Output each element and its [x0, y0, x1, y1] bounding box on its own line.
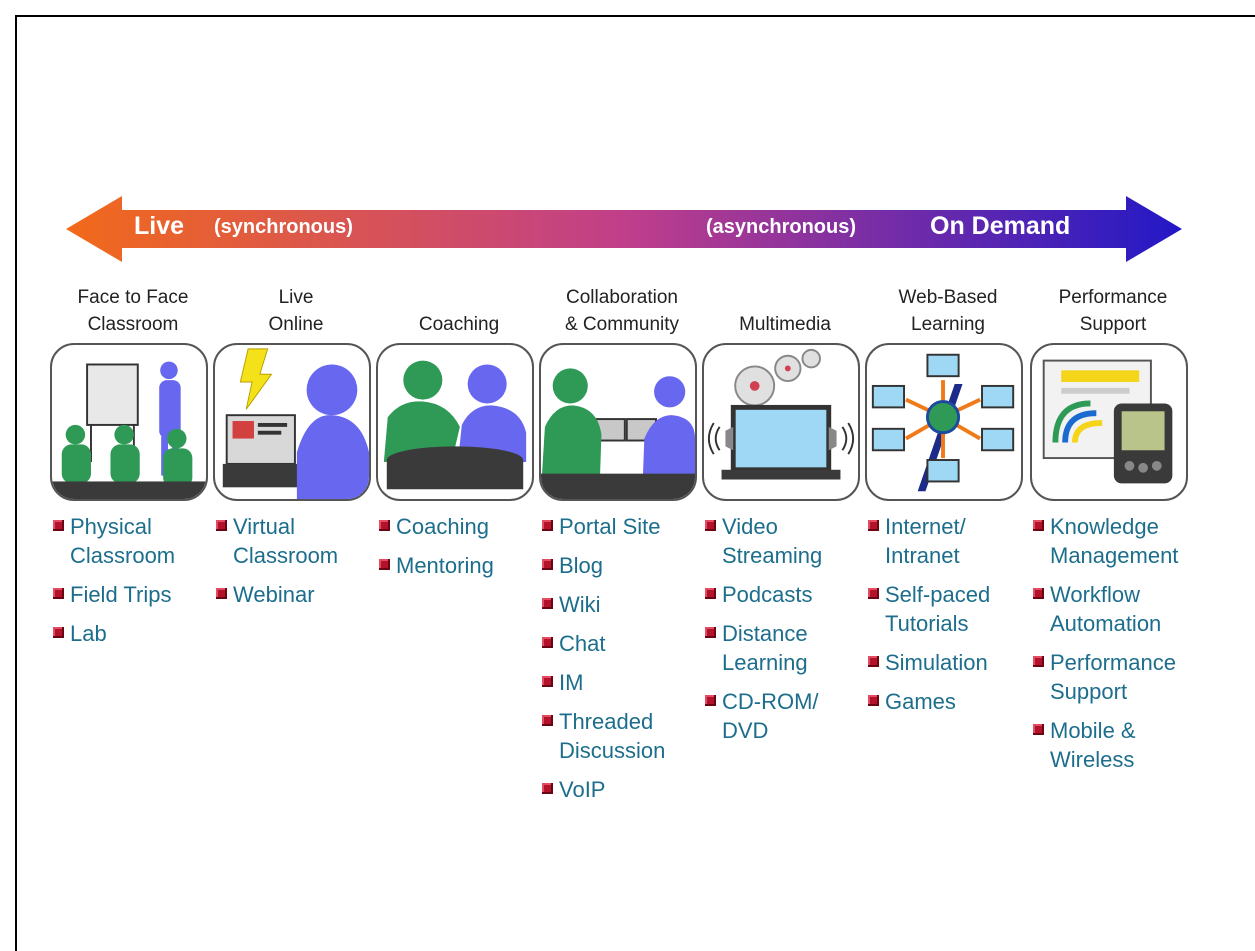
bullet-icon	[53, 588, 64, 599]
list-item: Performance Support	[1030, 648, 1230, 706]
column-performance-support: Performance Support Knowledge Management…	[1030, 280, 1196, 772]
list-item: Mentoring	[376, 551, 576, 580]
collaboration-icon	[539, 343, 697, 501]
list-item: IM	[539, 668, 739, 697]
list-item: Internet/ Intranet	[865, 512, 1065, 570]
bullet-icon	[705, 588, 716, 599]
on-demand-label: On Demand	[930, 212, 1071, 240]
list-item: Podcasts	[702, 580, 902, 609]
web-learning-icon	[865, 343, 1023, 501]
bullet-icon	[1033, 520, 1044, 531]
list-item: VoIP	[539, 775, 739, 804]
item-list: Knowledge Management Workflow Automation…	[1030, 512, 1230, 784]
list-item: Video Streaming	[702, 512, 902, 570]
list-item: Coaching	[376, 512, 576, 541]
list-item: Field Trips	[50, 580, 250, 609]
diagram-frame	[15, 15, 1255, 951]
column-title: Coaching	[418, 314, 500, 335]
list-item: Virtual Classroom	[213, 512, 413, 570]
list-item: Games	[865, 687, 1065, 716]
list-item: Physical Classroom	[50, 512, 250, 570]
column-title: Web-Based Learning	[898, 287, 998, 335]
bullet-icon	[53, 520, 64, 531]
item-list: Internet/ Intranet Self-paced Tutorials …	[865, 512, 1065, 726]
bullet-icon	[542, 520, 553, 531]
bullet-icon	[705, 695, 716, 706]
item-list: Physical Classroom Field Trips Lab	[50, 512, 250, 658]
column-coaching: Coaching Coaching Mentoring	[376, 280, 542, 578]
list-item: Simulation	[865, 648, 1065, 677]
list-item: Distance Learning	[702, 619, 902, 677]
bullet-icon	[53, 627, 64, 638]
bullet-icon	[868, 520, 879, 531]
list-item: Mobile & Wireless	[1030, 716, 1230, 774]
bullet-icon	[1033, 724, 1044, 735]
coaching-icon	[376, 343, 534, 501]
item-list: Video Streaming Podcasts Distance Learni…	[702, 512, 902, 755]
column-live-online: Live Online Virtual Classroom Webinar	[213, 280, 379, 607]
bullet-icon	[542, 598, 553, 609]
bullet-icon	[542, 676, 553, 687]
live-label: Live	[134, 212, 185, 240]
list-item: Self-paced Tutorials	[865, 580, 1065, 638]
multimedia-icon	[702, 343, 860, 501]
bullet-icon	[868, 656, 879, 667]
list-item: Wiki	[539, 590, 739, 619]
list-item: Workflow Automation	[1030, 580, 1230, 638]
list-item: Threaded Discussion	[539, 707, 739, 765]
column-title: Live Online	[268, 287, 324, 335]
bullet-icon	[542, 637, 553, 648]
list-item: Lab	[50, 619, 250, 648]
list-item: CD-ROM/ DVD	[702, 687, 902, 745]
list-item: Chat	[539, 629, 739, 658]
synchronous-label: (synchronous)	[214, 216, 353, 238]
asynchronous-label: (asynchronous)	[706, 216, 857, 238]
column-multimedia: Multimedia Video Streaming Podcasts Dist…	[702, 280, 868, 743]
bullet-icon	[1033, 588, 1044, 599]
list-item: Blog	[539, 551, 739, 580]
bullet-icon	[868, 695, 879, 706]
bullet-icon	[868, 588, 879, 599]
bullet-icon	[379, 520, 390, 531]
column-title: Face to Face Classroom	[77, 287, 189, 335]
bullet-icon	[542, 783, 553, 794]
live-to-on-demand-arrow	[66, 196, 1182, 262]
item-list: Virtual Classroom Webinar	[213, 512, 413, 619]
list-item: Webinar	[213, 580, 413, 609]
column-web-based-learning: Web-Based Learning Internet	[865, 280, 1031, 714]
column-title: Multimedia	[739, 314, 831, 335]
bullet-icon	[542, 715, 553, 726]
bullet-icon	[216, 520, 227, 531]
item-list: Portal Site Blog Wiki Chat IM Threaded D…	[539, 512, 739, 814]
bullet-icon	[542, 559, 553, 570]
column-title: Performance Support	[1058, 287, 1168, 335]
bullet-icon	[705, 627, 716, 638]
column-face-to-face: Face to Face Classroom Physical Classroo…	[50, 280, 216, 646]
list-item: Portal Site	[539, 512, 739, 541]
live-online-icon	[213, 343, 371, 501]
bullet-icon	[705, 520, 716, 531]
bullet-icon	[379, 559, 390, 570]
list-item: Knowledge Management	[1030, 512, 1230, 570]
column-collaboration: Collaboration & Community Portal Site Bl…	[539, 280, 705, 802]
classroom-icon	[50, 343, 208, 501]
column-title: Collaboration & Community	[564, 287, 680, 335]
bullet-icon	[216, 588, 227, 599]
item-list: Coaching Mentoring	[376, 512, 576, 590]
performance-support-icon	[1030, 343, 1188, 501]
bullet-icon	[1033, 656, 1044, 667]
